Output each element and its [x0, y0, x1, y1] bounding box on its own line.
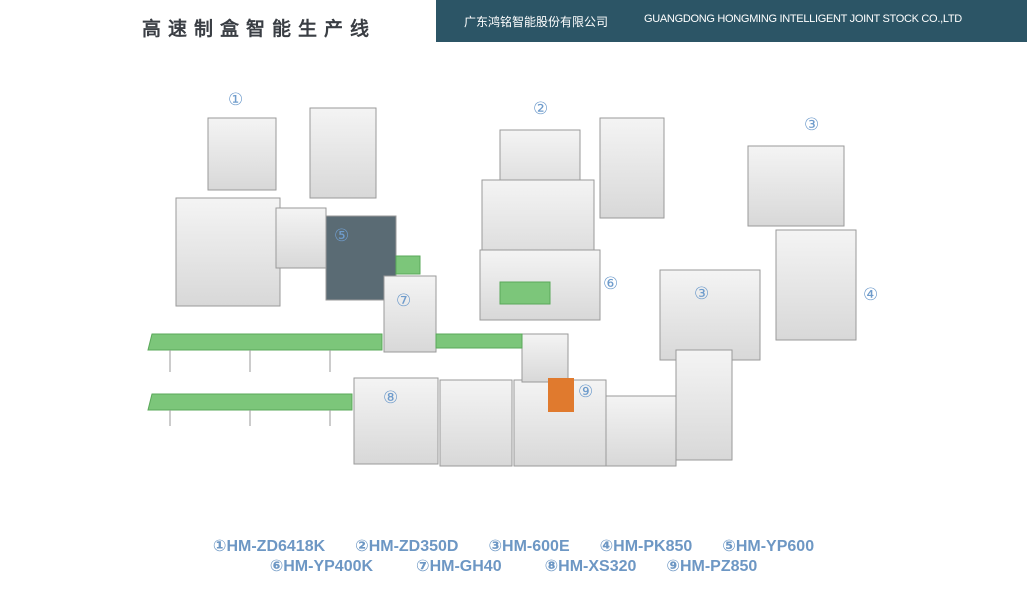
model-row-2: ⑥HM-YP400K ⑦HM-GH40 ⑧HM-XS320 ⑨HM-PZ850	[0, 557, 1027, 577]
header-band: 广东鸿铭智能股份有限公司 GUANGDONG HONGMING INTELLIG…	[436, 0, 1027, 42]
model-label: ①HM-ZD6418K	[212, 538, 326, 555]
callout-8: ⑧	[383, 388, 398, 408]
conveyor-upper	[147, 333, 383, 351]
callout-6: ⑥	[603, 274, 618, 294]
model-label: ⑤HM-YP600	[722, 538, 815, 555]
machine-1a	[207, 117, 277, 191]
callout-2: ②	[533, 99, 548, 119]
callout-9: ⑨	[578, 382, 593, 402]
machine-end	[675, 349, 733, 461]
model-label: ②HM-ZD350D	[355, 538, 459, 555]
callout-4: ④	[863, 285, 878, 305]
callout-3: ③	[804, 115, 819, 135]
company-name-en: GUANGDONG HONGMING INTELLIGENT JOINT STO…	[644, 13, 962, 25]
model-row-1: ①HM-ZD6418K ②HM-ZD350D ③HM-600E ④HM-PK850 ⑤H…	[0, 537, 1027, 557]
callout-1: ①	[228, 90, 243, 110]
machine-3b	[659, 269, 761, 361]
production-line-illustration: ① ② ③ ③ ④ ⑤ ⑥ ⑦ ⑧ ⑨	[147, 90, 878, 467]
conveyor-lower	[147, 393, 353, 411]
machine-3a	[747, 145, 845, 227]
machine-2b	[599, 117, 665, 219]
model-list: ①HM-ZD6418K ②HM-ZD350D ③HM-600E ④HM-PK850 ⑤H…	[0, 537, 1027, 577]
machine-4	[775, 229, 857, 341]
page-title: 高速制盒智能生产线	[142, 18, 377, 40]
callout-3b: ③	[694, 284, 709, 304]
company-name-cn: 广东鸿铭智能股份有限公司	[464, 15, 609, 29]
model-label: ⑥HM-YP400K	[269, 558, 374, 575]
model-label: ④HM-PK850	[599, 538, 693, 555]
machine-1b	[309, 107, 377, 199]
callout-7: ⑦	[396, 291, 411, 311]
header-left: 高速制盒智能生产线	[0, 0, 436, 42]
machine-1c	[175, 197, 281, 307]
model-label: ⑦HM-GH40	[416, 558, 502, 575]
machine-7	[383, 275, 437, 353]
callout-5: ⑤	[334, 226, 349, 246]
machine-8	[353, 377, 439, 465]
model-label: ⑨HM-PZ850	[666, 558, 758, 575]
model-label: ③HM-600E	[488, 538, 570, 555]
model-label: ⑧HM-XS320	[544, 558, 637, 575]
machine-9-orange	[548, 378, 574, 412]
